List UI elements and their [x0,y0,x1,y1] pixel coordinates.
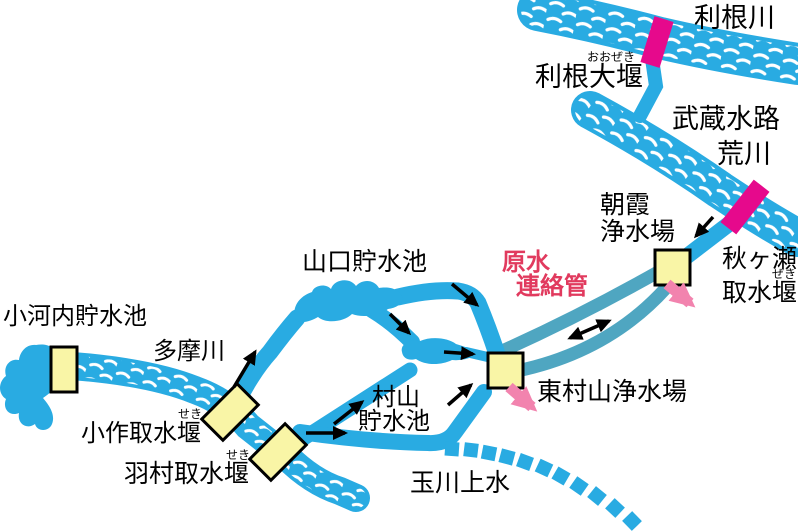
ozaku-weir-rect [199,381,261,443]
raw-water-pipe-label-line2: 連絡管 [516,273,588,300]
flow-arrow-ozaku-up [232,349,257,388]
arakawa-river-label: 荒川 [717,139,771,169]
facilities [49,248,692,483]
akigase-weir-bar [720,179,770,235]
ogouchi-reservoir-label: 小河内貯水池 [3,303,147,330]
ozaku-to-yamaguchi-channel [227,309,306,413]
higashimurayama-plant-label: 東村山浄水場 [537,378,688,406]
flow-arrow-yamaguchi-down [388,312,412,336]
musashi-canal-label: 武蔵水路 [672,104,780,134]
akigase-weir-label-line2: 取水堰 [722,279,798,307]
arakawa-river-band [571,91,798,257]
ozaku-weir-label: 小作取水堰 [81,420,201,447]
akigase-zeki-furigana-label: ぜき [772,267,797,281]
yamaguchi-reservoir-label: 山口貯水池 [302,248,428,276]
reservoir-shapes [0,280,479,430]
asaka-supply-arrow [663,279,696,308]
hamura-seki-furigana-label: せき [226,448,251,462]
flow-arrows [232,215,715,440]
tamagawa-josui-label: 玉川上水 [410,469,511,497]
flow-arrow-hamura-diag [332,400,365,426]
hamura-weir-rect [247,421,309,483]
flow-arrow-akigase-down [693,215,715,239]
flow-arrow-yamaguchi-bend [450,282,480,307]
asaka-plant-label-line1: 朝霞 [600,191,651,219]
tone-oozeki-dam-label: 利根大堰 [535,62,643,92]
murayama-reservoir-label-line2: 貯水池 [358,408,430,435]
higashimurayama-plant-square [486,351,525,390]
flow-arrow-josui-bend [446,383,474,407]
flow-arrow-pipe-both-ways [567,319,612,340]
flow-arrow-murayama-neck [443,346,476,361]
hamura-weir-label: 羽村取水堰 [124,460,250,488]
supply-arrows [505,279,696,412]
murayama-reservoir-shape [401,338,479,365]
tone-oozeki-dam-bar [640,16,674,68]
akigase-weir-label-line1: 秋ヶ瀬 [722,245,798,273]
ogouchi-dam-rect [49,345,79,394]
tamagawa-josui-dots [444,441,642,531]
higashimurayama-supply-arrow [505,382,538,412]
oozeki-furigana-label: おおぜき [587,50,636,64]
murayama-reservoir-label-line1: 村山 [372,384,420,411]
asaka-plant-label-line2: 浄水場 [600,218,676,246]
ogouchi-reservoir-shape [0,344,54,430]
dam-bars [640,16,770,235]
tone-river-label: 利根川 [694,3,775,33]
asaka-plant-square [653,248,692,287]
yamaguchi-reservoir-shape [294,280,403,323]
tamagawa-river-label: 多摩川 [153,338,225,365]
ozaku-seki-furigana-label: せき [178,407,203,421]
raw-water-pipe-label-line1: 原水 [502,249,550,276]
raw-water-pipe [493,265,673,378]
